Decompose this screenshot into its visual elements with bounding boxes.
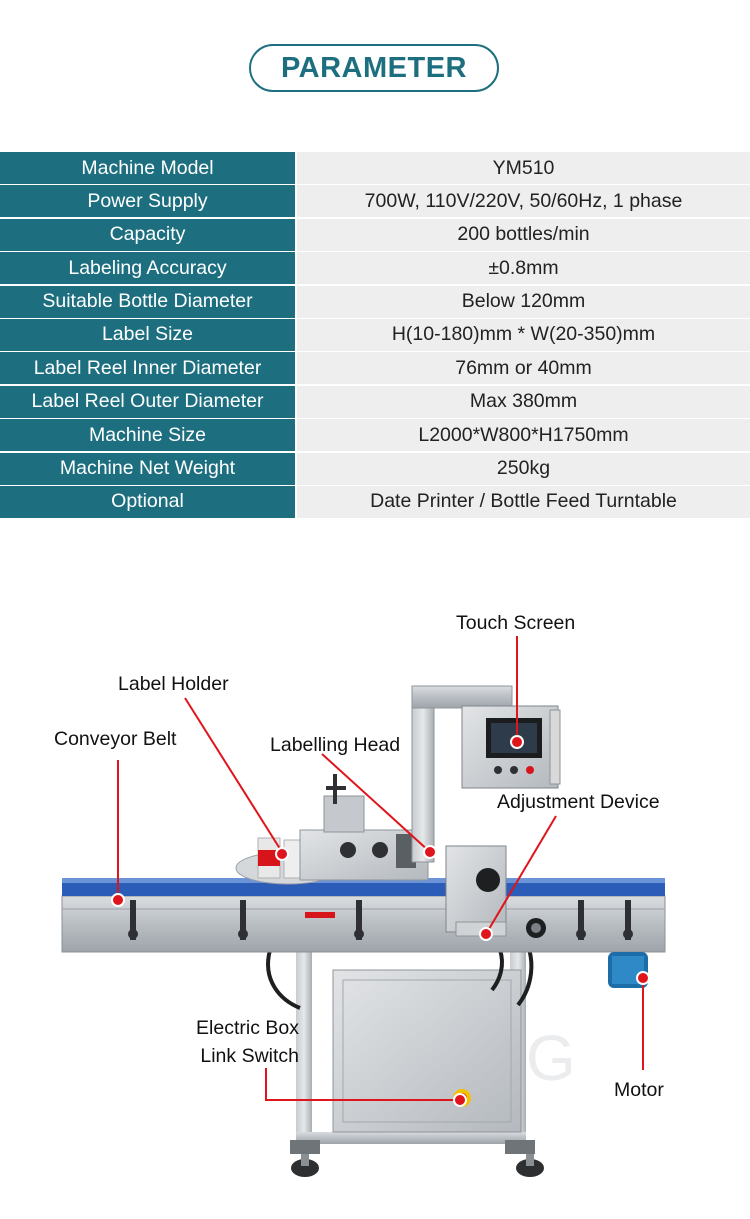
callout-conveyor-belt: Conveyor Belt — [54, 728, 177, 750]
conveyor-frame — [61, 878, 666, 953]
spec-value: YM510 — [297, 152, 750, 184]
spec-row: Machine Net Weight 250kg — [0, 452, 750, 485]
spec-label: Label Reel Inner Diameter — [0, 352, 295, 385]
spec-label: Suitable Bottle Diameter — [0, 285, 295, 318]
spec-value: Below 120mm — [297, 285, 750, 318]
spec-row: Optional Date Printer / Bottle Feed Turn… — [0, 485, 750, 518]
spec-label: Machine Size — [0, 419, 295, 452]
spec-row: Label Size H(10-180)mm * W(20-350)mm — [0, 318, 750, 351]
spec-value: H(10-180)mm * W(20-350)mm — [297, 318, 750, 351]
spec-value: Date Printer / Bottle Feed Turntable — [297, 485, 750, 518]
callout-electric-box: Electric Box Link Switch — [193, 1014, 299, 1070]
callout-dots — [111, 735, 650, 1107]
spec-label: Machine Model — [0, 152, 295, 184]
spec-label: Label Reel Outer Diameter — [0, 385, 295, 418]
spec-value: 76mm or 40mm — [297, 352, 750, 385]
spec-value: 250kg — [297, 452, 750, 485]
spec-label: Optional — [0, 485, 295, 518]
spec-value: ±0.8mm — [297, 252, 750, 285]
guide-rail-brackets — [128, 900, 633, 940]
spec-label: Machine Net Weight — [0, 452, 295, 485]
callout-labelling-head: Labelling Head — [270, 734, 401, 756]
touch-screen-assembly — [411, 685, 561, 863]
callout-motor: Motor — [614, 1079, 664, 1101]
spec-row: Labeling Accuracy ±0.8mm — [0, 252, 750, 285]
spec-row: Suitable Bottle Diameter Below 120mm — [0, 285, 750, 318]
spec-value: Max 380mm — [297, 385, 750, 418]
spec-label: Labeling Accuracy — [0, 252, 295, 285]
callout-touch-screen: Touch Screen — [456, 612, 576, 634]
labeling-machine-illustration: YMG — [61, 636, 666, 1177]
spec-row: Power Supply 700W, 110V/220V, 50/60Hz, 1… — [0, 185, 750, 218]
spec-value: 700W, 110V/220V, 50/60Hz, 1 phase — [297, 185, 750, 218]
spec-label: Label Size — [0, 318, 295, 351]
page-title-text: PARAMETER — [280, 51, 468, 84]
callout-lines — [117, 636, 644, 1101]
spec-row: Label Reel Outer Diameter Max 380mm — [0, 385, 750, 418]
spec-row: Machine Size L2000*W800*H1750mm — [0, 419, 750, 452]
electric-box — [332, 969, 522, 1133]
spec-row: Machine Model YM510 — [0, 152, 750, 184]
callout-link-switch: Link Switch — [200, 1045, 299, 1067]
labelling-head — [299, 774, 429, 881]
spec-value: L2000*W800*H1750mm — [297, 419, 750, 452]
spec-label: Power Supply — [0, 185, 295, 218]
callout-label-holder: Label Holder — [118, 673, 229, 695]
callout-electric-box-line1: Electric Box — [196, 1017, 299, 1039]
spec-row: Label Reel Inner Diameter 76mm or 40mm — [0, 352, 750, 385]
spec-table: Machine Model YM510 Power Supply 700W, 1… — [0, 152, 750, 519]
page-title: PARAMETER — [249, 44, 499, 92]
spec-label: Capacity — [0, 218, 295, 251]
spec-row: Capacity 200 bottles/min — [0, 218, 750, 251]
spec-value: 200 bottles/min — [297, 218, 750, 251]
machine-diagram: YMG — [0, 560, 750, 1214]
callout-adjustment-device: Adjustment Device — [497, 791, 660, 813]
